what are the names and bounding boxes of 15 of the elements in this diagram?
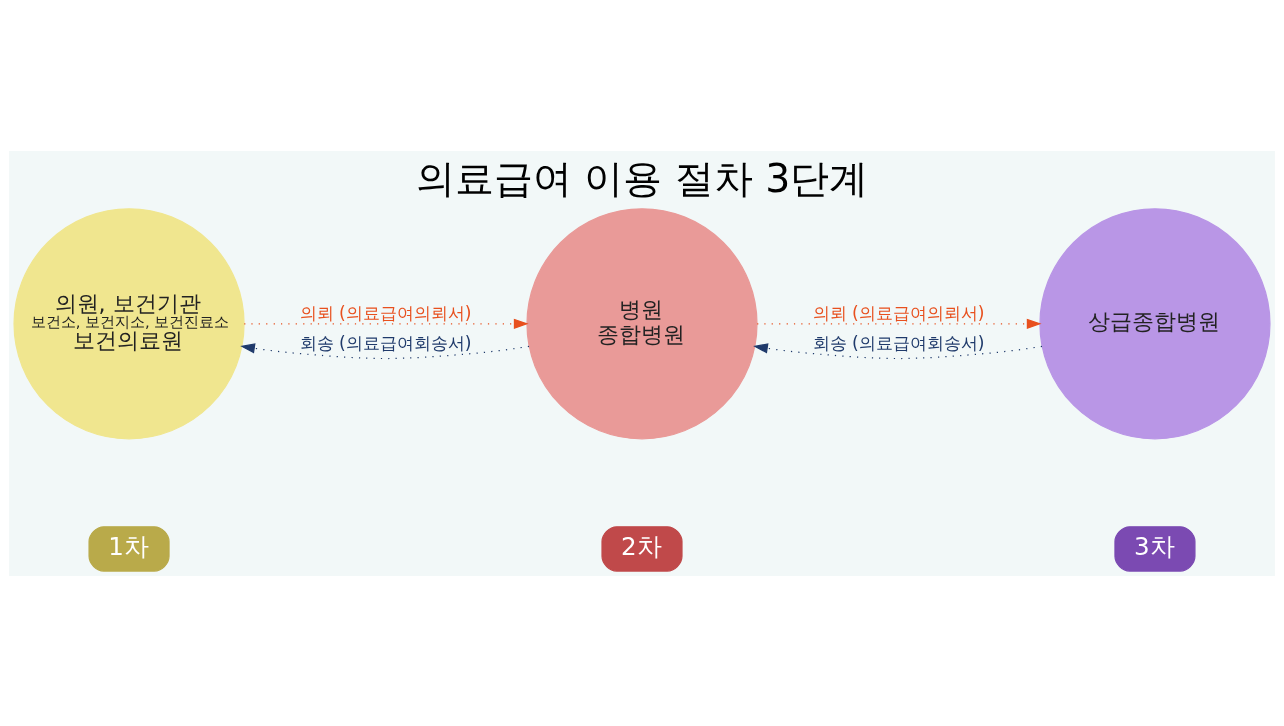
node-circle: 상급종합병원 <box>1039 207 1271 439</box>
arrow <box>240 342 530 359</box>
edge-label: 회송 (의료급여회송서) <box>299 332 472 353</box>
edge-label: 의뢰 (의료급여의뢰서) <box>812 302 985 323</box>
node-box: 1차 <box>88 525 170 572</box>
node-box: 2차 <box>601 525 683 572</box>
node-circle: 의원, 보건기관 보건소, 보건지소, 보건진료소 보건의료원 <box>13 207 245 439</box>
arrow <box>753 342 1043 359</box>
edge-label: 회송 (의료급여회송서) <box>812 332 985 353</box>
node-box: 3차 <box>1114 525 1196 572</box>
edge-label: 의뢰 (의료급여의뢰서) <box>299 302 472 323</box>
node-circle: 병원 종합병원 <box>526 207 758 439</box>
diagram-title: 의료급여 이용 절차 3단계 <box>415 154 869 201</box>
arrow <box>756 318 1042 329</box>
arrow <box>243 318 529 329</box>
